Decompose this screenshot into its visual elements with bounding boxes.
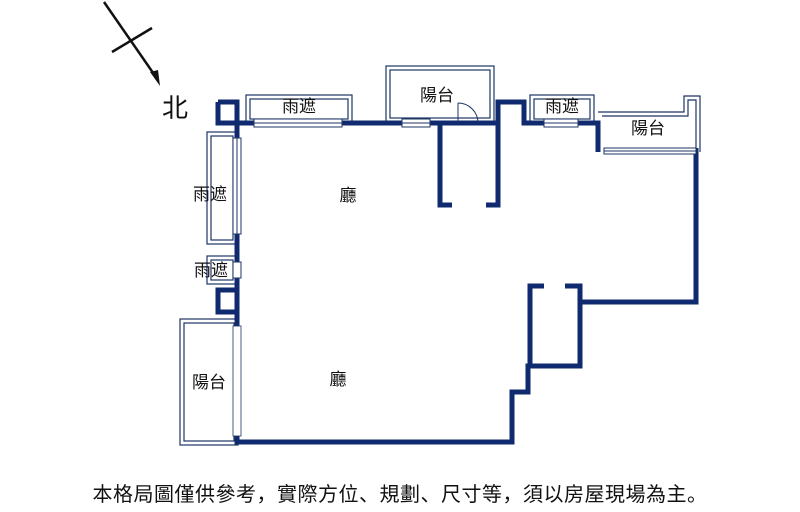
room-label-awning-top-right: 雨遮 (545, 97, 579, 117)
north-arrow-icon (102, 1, 160, 86)
annex-outlines (179, 65, 701, 446)
north-label: 北 (162, 94, 188, 124)
windows (232, 118, 697, 437)
room-label-awning-left-small: 雨遮 (194, 261, 228, 281)
room-label-balcony-top: 陽台 (420, 86, 454, 106)
room-label-living-upper: 廳 (340, 186, 357, 206)
room-label-awning-left-upper: 雨遮 (193, 185, 227, 205)
room-label-balcony-right: 陽台 (631, 119, 665, 139)
room-label-awning-top-left: 雨遮 (282, 97, 316, 117)
disclaimer-text: 本格局圖僅供參考，實際方位、規劃、尺寸等，須以房屋現場為主。 (92, 482, 708, 506)
room-label-living-lower: 廳 (330, 370, 347, 390)
room-label-balcony-left: 陽台 (192, 373, 226, 393)
walls (215, 99, 699, 445)
floor-plan: 北 (102, 1, 701, 446)
door-swing-icon (457, 102, 479, 124)
